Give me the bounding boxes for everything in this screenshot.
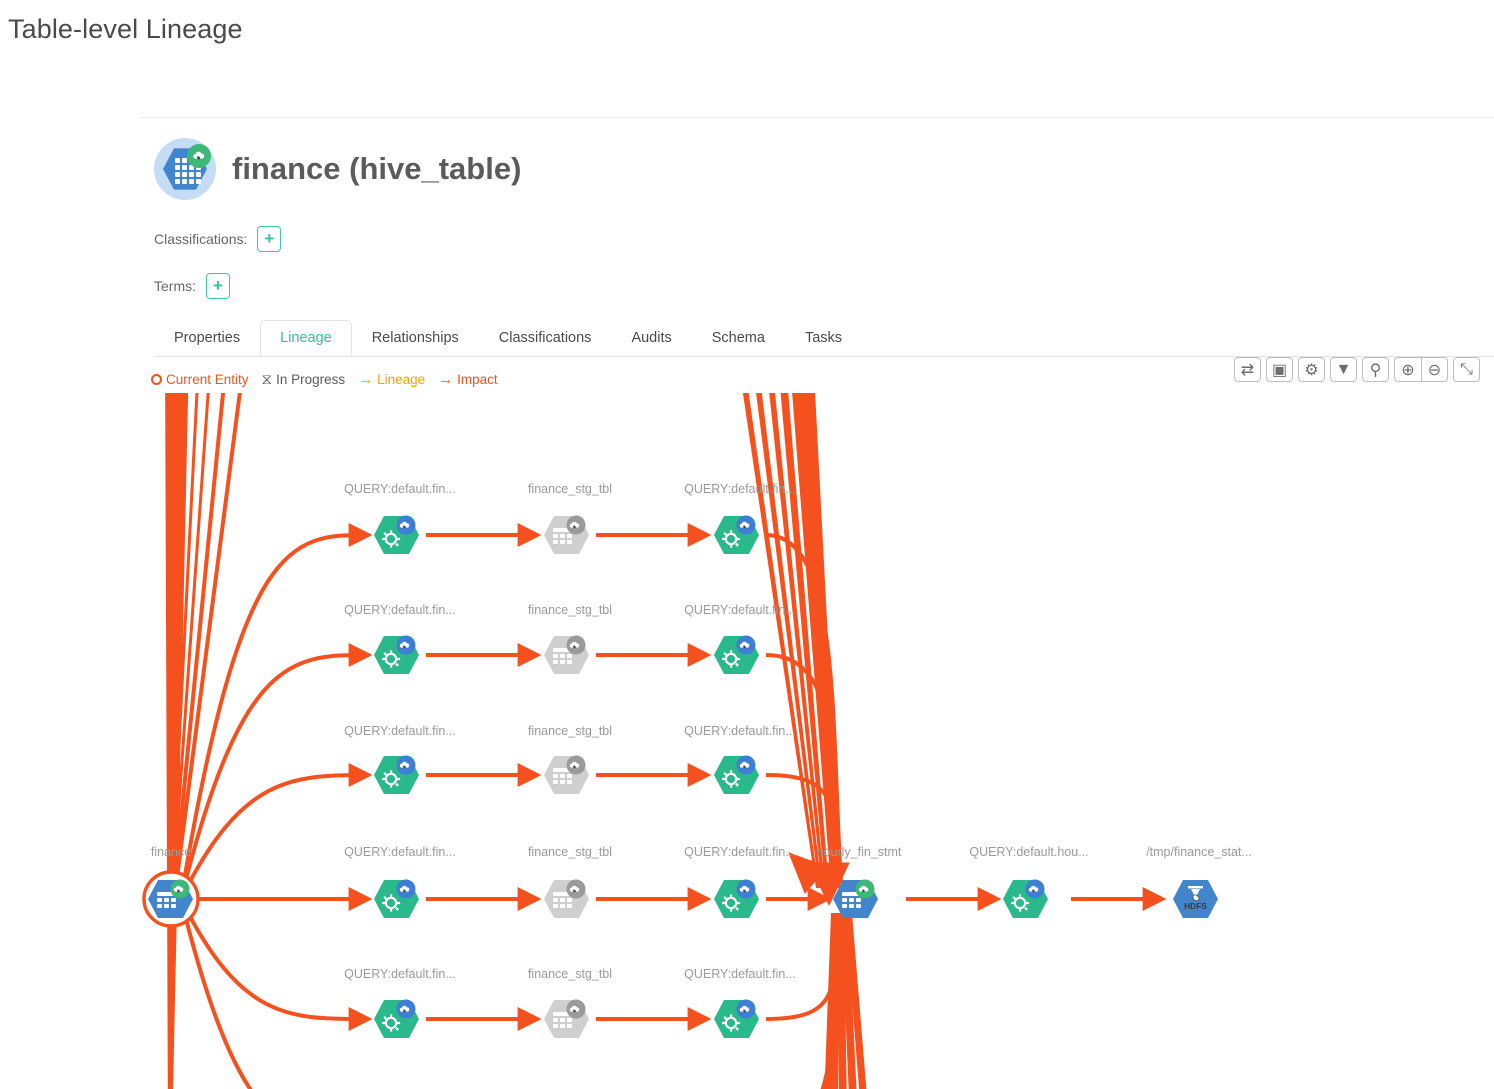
tab-schema[interactable]: Schema — [711, 330, 765, 346]
tab-tasks[interactable]: Tasks — [804, 330, 843, 346]
hive-table-icon — [154, 138, 216, 200]
lineage-graph-canvas[interactable]: HDFS — [141, 393, 1494, 1089]
tab-lineage[interactable]: Lineage — [260, 320, 352, 356]
lineage-edge-bundle-right — [742, 393, 867, 1089]
legend-label: Lineage — [377, 372, 426, 387]
tab-audits[interactable]: Audits — [631, 330, 672, 346]
lineage-svg: HDFS — [142, 393, 1252, 1089]
node-label: QUERY:default.fin... — [344, 482, 456, 496]
graph-node-query[interactable] — [712, 514, 761, 556]
node-label: finance_stg_tbl — [528, 724, 612, 738]
graph-node-query[interactable] — [712, 878, 761, 920]
graph-node-table[interactable] — [544, 635, 589, 675]
settings-button[interactable]: ⚙ — [1298, 357, 1325, 382]
toolbar-group: ⤡ — [1453, 357, 1480, 382]
node-label: QUERY:default.fin... — [684, 845, 796, 859]
lineage-legend: Current Entity⧖In Progress→Lineage→Impac… — [151, 372, 498, 387]
hourglass-icon: ⧖ — [261, 371, 273, 388]
node-label: QUERY:default.fin... — [684, 967, 796, 981]
classifications-row: Classifications: + — [154, 226, 282, 252]
circle-outline-icon — [151, 374, 162, 385]
node-label: QUERY:default.fin... — [684, 482, 796, 496]
add-term-button[interactable]: + — [206, 273, 230, 299]
add-classification-button[interactable]: + — [257, 226, 282, 252]
entity-header: finance (hive_table) — [154, 138, 521, 200]
tab-relationships[interactable]: Relationships — [371, 330, 459, 346]
node-label: finance_stg_tbl — [528, 482, 612, 496]
graph-node-query[interactable] — [372, 998, 421, 1040]
fullscreen-button[interactable]: ⤡ — [1453, 357, 1480, 382]
node-label: finance_stg_tbl — [528, 967, 612, 981]
lineage-toolbar: ⇄▣⚙▼⚲⊕⊖⤡ — [1229, 357, 1480, 382]
arrow-right-icon: → — [358, 371, 374, 388]
node-label: QUERY:default.fin... — [344, 967, 456, 981]
tab-classifications[interactable]: Classifications — [498, 330, 592, 346]
terms-row: Terms: + — [154, 273, 230, 299]
zoom-in-button[interactable]: ⊕ — [1394, 357, 1421, 382]
graph-node-query[interactable] — [712, 634, 761, 676]
entity-title: finance (hive_table) — [232, 151, 522, 186]
toolbar-group: ▼ — [1330, 357, 1357, 382]
arrow-right-icon: → — [438, 371, 454, 388]
screenshot-button[interactable]: ▣ — [1266, 357, 1293, 382]
toolbar-group: ⚙ — [1298, 357, 1325, 382]
node-label-sink: hourly_fin_stmt — [817, 845, 902, 859]
legend-item-impact: →Impact — [438, 372, 498, 387]
node-label: QUERY:default.fin... — [684, 603, 796, 617]
swap-direction-button[interactable]: ⇄ — [1234, 357, 1261, 382]
lineage-edges — [179, 523, 1167, 1089]
graph-node-table[interactable] — [544, 879, 589, 919]
terms-label: Terms: — [154, 278, 196, 294]
zoom-out-button[interactable]: ⊖ — [1421, 357, 1448, 382]
search-button[interactable]: ⚲ — [1362, 357, 1389, 382]
legend-label: In Progress — [276, 372, 346, 387]
node-label-output: /tmp/finance_stat... — [1146, 845, 1252, 859]
graph-node-query[interactable] — [712, 998, 761, 1040]
toolbar-group: ⇄ — [1234, 357, 1261, 382]
node-label-sink-query: QUERY:default.hou... — [969, 845, 1088, 859]
node-label: QUERY:default.fin... — [344, 603, 456, 617]
graph-node-sink-query[interactable] — [1001, 878, 1050, 920]
page-title: Table-level Lineage — [8, 14, 243, 44]
legend-label: Current Entity — [166, 372, 249, 387]
hadoop-cloud-badge-icon — [187, 144, 211, 168]
node-label: QUERY:default.fin... — [344, 724, 456, 738]
node-label-source: finance — [151, 845, 191, 859]
graph-node-query[interactable] — [372, 878, 421, 920]
node-label: finance_stg_tbl — [528, 603, 612, 617]
graph-node-table[interactable] — [544, 999, 589, 1039]
tab-properties[interactable]: Properties — [174, 330, 241, 346]
legend-item-current-entity: Current Entity — [151, 372, 249, 387]
legend-item-in-progress: ⧖In Progress — [262, 372, 346, 387]
node-label: finance_stg_tbl — [528, 845, 612, 859]
classifications-label: Classifications: — [154, 231, 248, 247]
entity-detail-panel: finance (hive_table) Classifications: + … — [141, 117, 1494, 1089]
graph-node-query[interactable] — [372, 634, 421, 676]
legend-item-lineage: →Lineage — [358, 372, 425, 387]
toolbar-group: ⊕⊖ — [1394, 357, 1448, 382]
graph-node-table[interactable] — [544, 515, 589, 555]
entity-tabs: Properties Lineage Relationships Classifica… — [154, 318, 1494, 357]
graph-node-query[interactable] — [372, 754, 421, 796]
graph-node-hdfs[interactable] — [1172, 879, 1219, 919]
toolbar-group: ⚲ — [1362, 357, 1389, 382]
graph-node-query[interactable] — [372, 514, 421, 556]
legend-label: Impact — [457, 372, 498, 387]
filter-button[interactable]: ▼ — [1330, 357, 1357, 382]
node-label: QUERY:default.fin... — [344, 845, 456, 859]
node-label: QUERY:default.fin... — [684, 724, 796, 738]
toolbar-group: ▣ — [1266, 357, 1293, 382]
graph-node-table[interactable] — [544, 755, 589, 795]
graph-node-query[interactable] — [712, 754, 761, 796]
